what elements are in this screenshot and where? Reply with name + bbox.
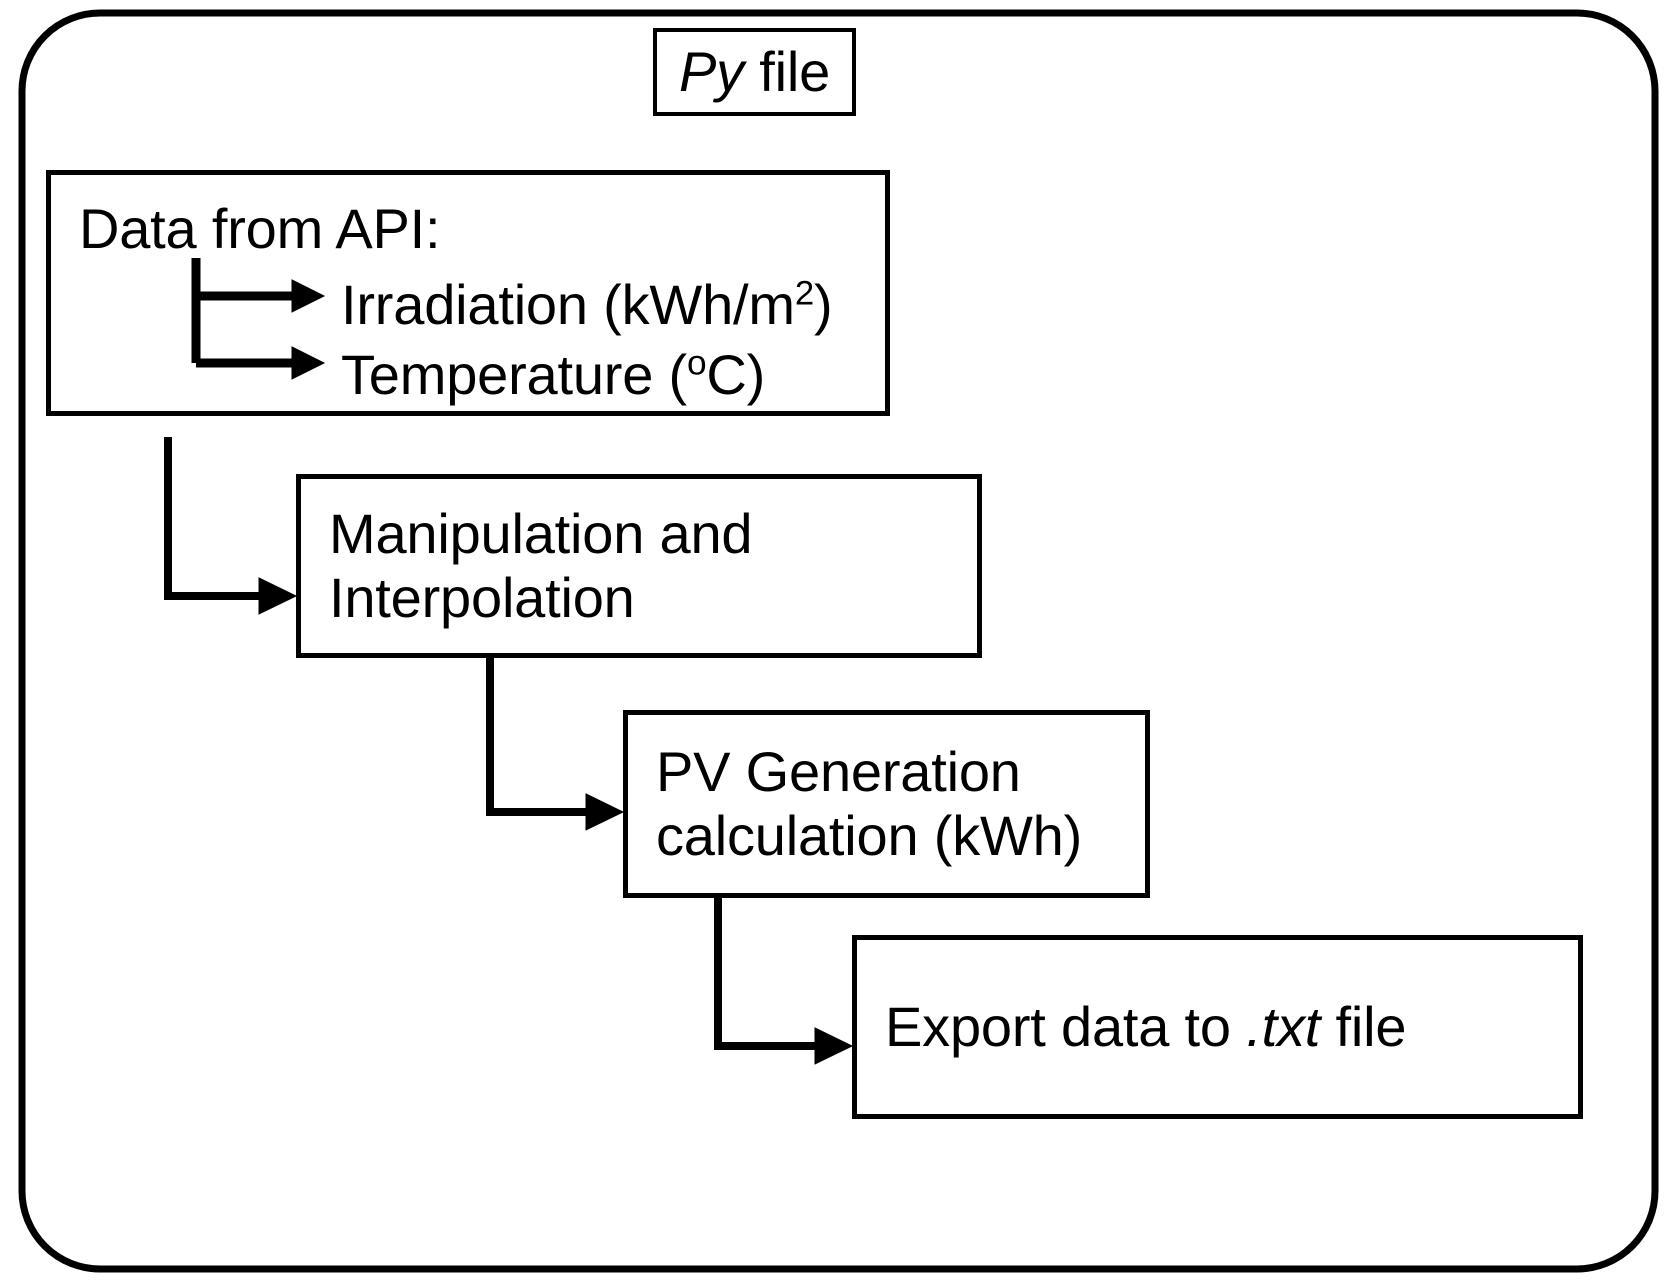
node-pv-generation[interactable]: PV Generation calculation (kWh) — [623, 710, 1150, 898]
py-file-container-outline — [18, 9, 1659, 1273]
branch-irradiation-tail: ) — [813, 272, 833, 336]
node-data-from-api[interactable]: Data from API: Irradiation (kWh/m2) Temp… — [46, 170, 890, 416]
branch-temperature-degree: o — [686, 343, 707, 382]
node-manipulation-line-2: Interpolation — [329, 566, 635, 629]
node-manipulation-interpolation[interactable]: Manipulation and Interpolation — [296, 474, 982, 658]
title-box: Py file — [653, 28, 856, 116]
branch-temperature-tail: C) — [706, 342, 766, 406]
connector-manipulation-to-pv — [486, 658, 625, 831]
title-italic: Py — [678, 40, 744, 104]
branch-temperature-main: Temperature ( — [341, 342, 687, 406]
export-suffix: file — [1320, 995, 1407, 1059]
node-pv-generation-line-2: calculation (kWh) — [656, 804, 1083, 867]
node-export-data-text: Export data to .txt file — [857, 995, 1578, 1059]
export-prefix: Export data to — [885, 995, 1247, 1059]
title-text: Py file — [679, 40, 830, 104]
title-plain: file — [743, 40, 831, 104]
branch-irradiation-main: Irradiation (kWh/m — [341, 272, 795, 336]
connector-pv-to-export — [714, 898, 854, 1065]
node-branch-irradiation: Irradiation (kWh/m2) — [51, 273, 885, 337]
node-pv-generation-line-1: PV Generation — [656, 740, 1021, 804]
node-branch-temperature: Temperature (oC) — [51, 343, 885, 407]
node-manipulation-line-1: Manipulation and — [329, 502, 753, 566]
connector-api-to-manipulation — [164, 437, 298, 615]
node-data-from-api-heading: Data from API: — [79, 197, 441, 260]
branch-irradiation-sup: 2 — [794, 274, 814, 313]
node-export-data[interactable]: Export data to .txt file — [852, 935, 1583, 1119]
export-extension: .txt — [1246, 995, 1321, 1059]
branch-connector-group — [191, 258, 326, 380]
